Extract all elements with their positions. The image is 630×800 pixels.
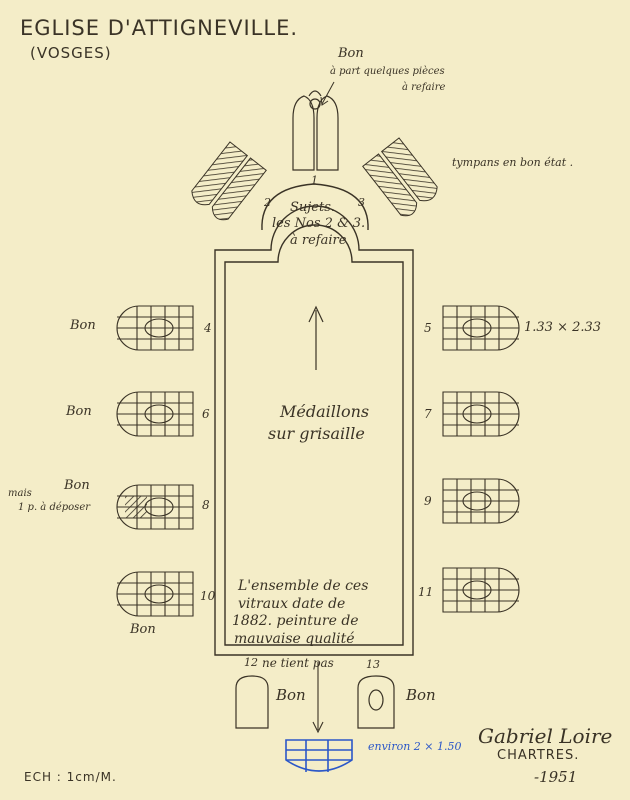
choir-window-3 <box>362 137 438 217</box>
lower-left-note-2: 1 p. à déposer <box>18 502 91 513</box>
orientation-arrow <box>308 305 324 370</box>
number-5: 5 <box>424 321 432 335</box>
choir-window-2 <box>191 141 267 221</box>
number-4: 4 <box>204 321 212 335</box>
choir-window <box>292 90 339 171</box>
apse-note-line2: les Nos 2 & 3. <box>272 216 366 231</box>
apse-note-line1: Sujets. <box>290 200 336 215</box>
bon-label-13: Bon <box>406 686 436 704</box>
side-window-5 <box>442 305 520 351</box>
church-title: EGLISE D'ATTIGNEVILLE. <box>20 16 299 40</box>
note-arrow <box>320 81 335 106</box>
damaged-pane <box>125 496 147 518</box>
number-8: 8 <box>202 498 210 512</box>
bon-label-12: Bon <box>276 686 306 704</box>
scale-label: ECH : 1cm/M. <box>24 770 117 784</box>
nave-outline <box>214 183 414 656</box>
bon-label-6: Bon <box>66 404 92 419</box>
nave-bottom-line3: 1882. peinture de <box>232 613 359 629</box>
ne-tient-pas-note: ne tient pas <box>262 656 334 670</box>
number-6: 6 <box>202 407 210 421</box>
entrance-arrow <box>312 662 324 734</box>
apse-note-line3: à refaire <box>290 233 347 248</box>
number-9: 9 <box>424 494 432 508</box>
nave-bottom-line1: L'ensemble de ces <box>238 578 369 594</box>
bon-label-8: Bon <box>64 478 90 493</box>
blue-dimension-note: environ 2 × 1.50 <box>368 740 462 753</box>
bon-label-10: Bon <box>130 622 156 637</box>
top-note-bon: Bon <box>338 46 364 61</box>
year-label: -1951 <box>534 768 578 786</box>
number-7: 7 <box>424 407 432 421</box>
side-window-7 <box>442 391 520 437</box>
city-label: CHARTRES. <box>497 748 580 763</box>
side-window-10 <box>116 571 194 617</box>
number-12: 12 <box>244 656 258 669</box>
side-window-4 <box>116 305 194 351</box>
proposed-window <box>285 739 353 772</box>
number-13: 13 <box>366 658 380 671</box>
signature: Gabriel Loire <box>478 724 613 748</box>
nave-note-line1: Médaillons <box>280 402 370 421</box>
lower-left-note-1: mais <box>8 488 32 499</box>
number-10: 10 <box>200 589 216 603</box>
nave-note-line2: sur grisaille <box>268 424 365 443</box>
number-11: 11 <box>418 585 434 599</box>
top-note-line3: à refaire <box>402 82 446 93</box>
number-1: 1 <box>311 174 318 187</box>
nave-bottom-line2: vitraux date de <box>238 596 346 612</box>
bottom-window-13 <box>357 675 395 729</box>
bottom-window-12 <box>235 675 269 729</box>
side-window-9 <box>442 478 520 524</box>
side-window-6 <box>116 391 194 437</box>
side-window-11 <box>442 567 520 613</box>
bon-label-4: Bon <box>70 318 96 333</box>
dimension-note: 1.33 × 2.33 <box>524 320 602 335</box>
number-2: 2 <box>264 196 271 209</box>
nave-bottom-line4: mauvaise qualité <box>234 631 355 647</box>
number-3: 3 <box>358 196 365 209</box>
region-subtitle: (VOSGES) <box>30 44 112 62</box>
tympans-note: tympans en bon état . <box>452 156 574 169</box>
top-note-line2: à part quelques pièces <box>330 66 445 77</box>
